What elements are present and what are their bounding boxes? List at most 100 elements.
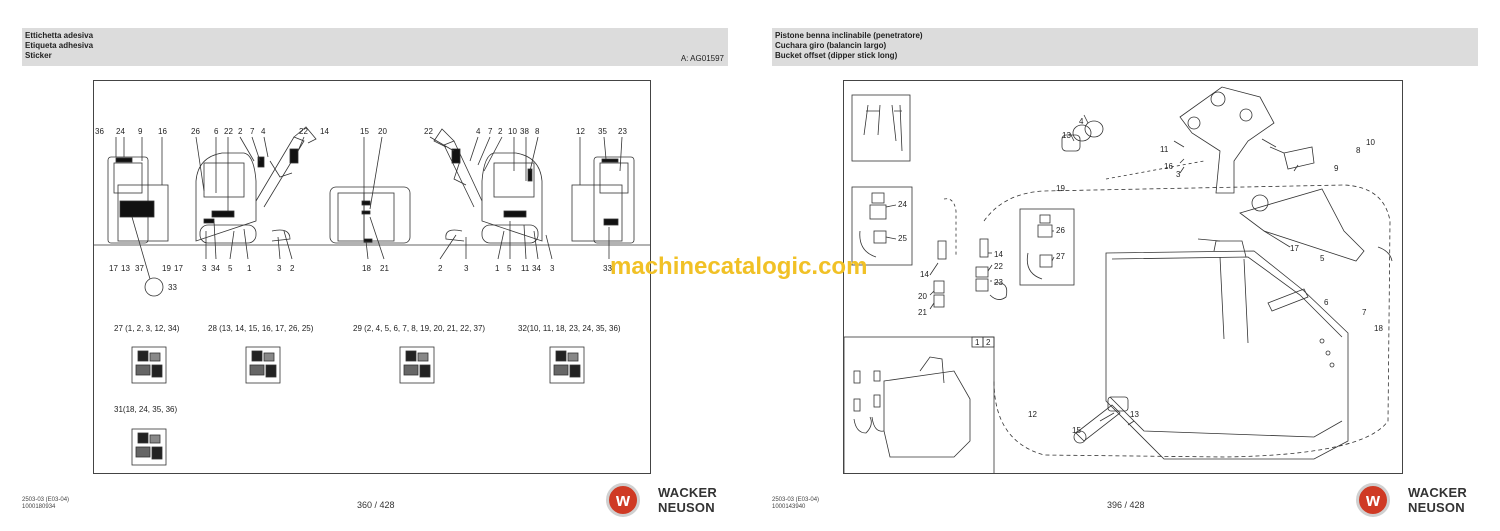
callout-label: 22 — [224, 127, 233, 136]
callout-label: 14 — [320, 127, 329, 136]
callout-label: 25 — [898, 234, 907, 243]
sticker-set-label: 28 (13, 14, 15, 16, 17, 26, 25) — [208, 324, 314, 333]
callout-label: 38 — [520, 127, 529, 136]
callout-label: 13 — [1130, 410, 1139, 419]
callout-label: 9 — [138, 127, 143, 136]
callout-label: 21 — [918, 308, 927, 317]
brand-name-line: NEUSON — [658, 500, 715, 515]
callout-label: 11 — [1160, 145, 1169, 154]
document-number-line: 1000180934 — [22, 504, 56, 510]
callout-label: 15 — [360, 127, 369, 136]
callout-label: 12 — [1028, 410, 1037, 419]
callout-label: 6 — [214, 127, 219, 136]
callout-label: 4 — [1079, 117, 1084, 126]
callout-label: 22 — [424, 127, 433, 136]
callout-label: 7 — [250, 127, 255, 136]
callout-label: 9 — [1334, 164, 1339, 173]
sticker-set-bags — [131, 346, 585, 466]
brand-logo-icon: w — [1356, 483, 1390, 517]
callout-label: 7 — [488, 127, 493, 136]
bottom-callout-labels: 17 13 37 19 17 3 34 5 1 3 2 18 21 2 3 1 … — [109, 264, 612, 292]
callout-label: 3 — [202, 264, 207, 273]
callout-label: 18 — [362, 264, 371, 273]
part-callout-labels: 4 13 11 10 8 9 16 3 19 24 25 14 20 21 14… — [898, 117, 1383, 435]
callout-label: 2 — [238, 127, 243, 136]
callout-label: 11 — [521, 264, 530, 273]
sticker-set-label: 32(10, 11, 18, 23, 24, 35, 36) — [518, 324, 621, 333]
callout-label: 3 — [277, 264, 282, 273]
callout-label: 22 — [994, 262, 1003, 271]
callout-label: 17 — [174, 264, 183, 273]
callout-label: 4 — [476, 127, 481, 136]
callout-label: 1 — [247, 264, 252, 273]
callout-label: 13 — [121, 264, 130, 273]
callout-label: 20 — [378, 127, 387, 136]
document-code: 2503-03 (E03-04) 1000143940 — [772, 497, 819, 511]
callout-label: 24 — [116, 127, 125, 136]
callout-label: 20 — [918, 292, 927, 301]
callout-label: 6 — [1324, 298, 1329, 307]
callout-label: 3 — [550, 264, 555, 273]
callout-label: 24 — [898, 200, 907, 209]
sticker-bag-icon — [399, 346, 435, 384]
callout-label: 33 — [168, 283, 177, 292]
page-header: Pistone benna inclinabile (penetratore) … — [772, 28, 1478, 66]
sticker-set-label: 27 (1, 2, 3, 12, 34) — [114, 324, 180, 333]
callout-label: 27 — [1056, 252, 1065, 261]
callout-label: 34 — [211, 264, 220, 273]
sticker-bag-icon — [131, 428, 167, 466]
drawing-reference: A: AG01597 — [680, 54, 724, 63]
page-header: Ettichetta adesiva Etiqueta adhesiva Sti… — [22, 28, 728, 66]
callout-label: 2 — [290, 264, 295, 273]
header-title-it: Ettichetta adesiva — [25, 31, 94, 40]
document-number-line: 1000143940 — [772, 504, 806, 510]
inset-tab-label: 2 — [986, 338, 991, 347]
callout-label: 23 — [994, 278, 1003, 287]
page-number: 360 / 428 — [357, 500, 395, 510]
callout-label: 10 — [1366, 138, 1375, 147]
top-callout-labels: 36 24 9 16 26 6 22 2 7 4 22 14 15 20 22 … — [95, 127, 627, 136]
callout-label: 18 — [1374, 324, 1383, 333]
wacker-neuson-logo: w WACKER NEUSON — [606, 483, 736, 519]
header-title-es: Cuchara giro (balancin largo) — [775, 41, 887, 50]
callout-label: 36 — [95, 127, 104, 136]
sticker-set-label: 31(18, 24, 35, 36) — [114, 405, 178, 414]
callout-label: 1 — [495, 264, 500, 273]
header-title-es: Etiqueta adhesiva — [25, 41, 94, 50]
callout-label: 23 — [618, 127, 627, 136]
callout-label: 5 — [507, 264, 512, 273]
callout-label: 33 — [603, 264, 612, 273]
sticker-bag-icon — [245, 346, 281, 384]
sticker-diagram: 36 24 9 16 26 6 22 2 7 4 22 14 15 20 22 … — [93, 80, 651, 474]
callout-label: 4 — [261, 127, 266, 136]
callout-label: 15 — [1072, 426, 1081, 435]
brand-name: WACKER NEUSON — [1408, 485, 1467, 515]
sticker-bag-icon — [549, 346, 585, 384]
callout-label: 2 — [498, 127, 503, 136]
callout-label: 14 — [920, 270, 929, 279]
callout-label: 5 — [228, 264, 233, 273]
brand-logo-icon: w — [606, 483, 640, 517]
left-catalog-page: Ettichetta adesiva Etiqueta adhesiva Sti… — [22, 28, 736, 519]
callout-label: 5 — [1320, 254, 1325, 263]
callout-label: 34 — [532, 264, 541, 273]
header-title-en: Bucket offset (dipper stick long) — [775, 51, 898, 60]
callout-label: 16 — [158, 127, 167, 136]
document-code-line: 2503-03 (E03-04) — [22, 497, 70, 503]
callout-label: 14 — [994, 250, 1003, 259]
callout-label: 7 — [1362, 308, 1367, 317]
callout-label: 35 — [598, 127, 607, 136]
callout-label: 10 — [508, 127, 517, 136]
header-title-it: Pistone benna inclinabile (penetratore) — [775, 31, 923, 40]
callout-label: 26 — [191, 127, 200, 136]
callout-label: 22 — [299, 127, 308, 136]
sticker-bag-icon — [131, 346, 167, 384]
callout-label: 2 — [438, 264, 443, 273]
callout-label: 21 — [380, 264, 389, 273]
page-number: 396 / 428 — [1107, 500, 1145, 510]
brand-name: WACKER NEUSON — [658, 485, 717, 515]
brand-name-line: NEUSON — [1408, 500, 1465, 515]
callout-label: 19 — [1056, 184, 1065, 193]
header-title-en: Sticker — [25, 51, 52, 60]
callout-label: 8 — [535, 127, 540, 136]
